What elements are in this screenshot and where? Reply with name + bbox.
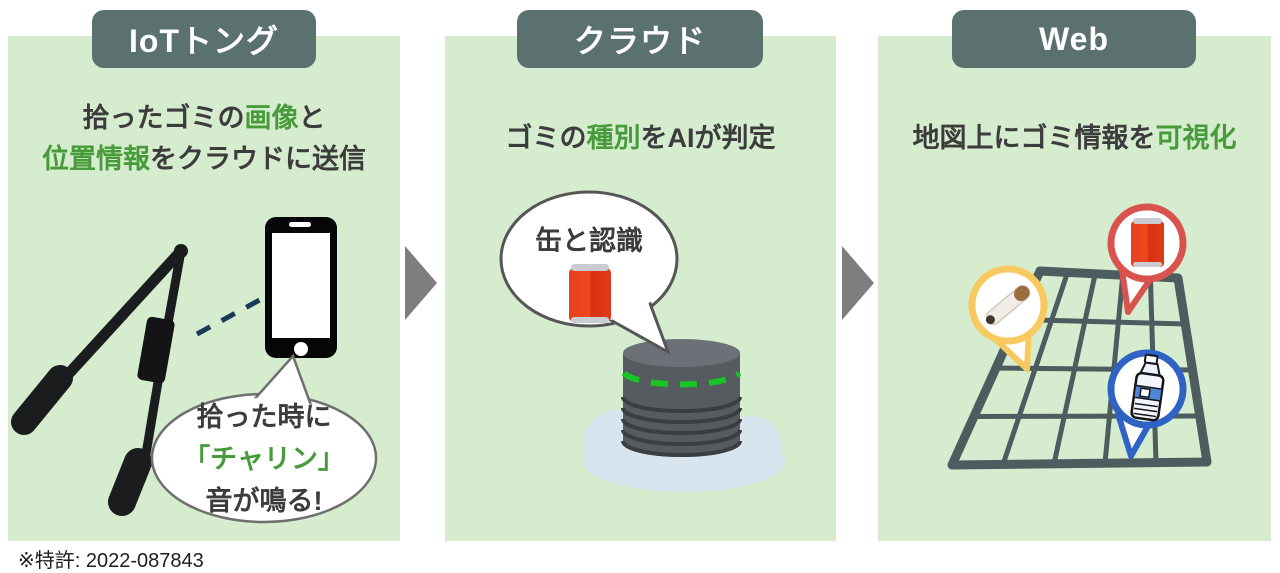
bubble-line: 「チャリン」 — [183, 444, 345, 474]
dashed-link-icon — [195, 293, 269, 337]
speech-bubble-text: 缶と認識 — [501, 219, 677, 258]
bubble-line: 拾った時に — [196, 402, 332, 432]
bottle-pin-icon — [1107, 349, 1187, 459]
can-icon — [569, 264, 611, 323]
heading-line: 拾ったゴミの画像と — [82, 103, 326, 133]
speech-bubble-text: 拾った時に 「チャリン」 音が鳴る! — [152, 396, 376, 522]
smartphone-icon — [265, 217, 337, 358]
heading-line: ゴミの種別をAIが判定 — [505, 123, 776, 153]
can-icon — [1131, 218, 1164, 267]
speech-bubble-icon — [150, 353, 378, 524]
heading-line: 地図上にゴミ情報を可視化 — [912, 123, 1237, 153]
cigarette-icon — [985, 285, 1031, 325]
panel-title-web: Web — [952, 10, 1196, 68]
speech-bubble-icon — [499, 190, 679, 356]
tongs-photo — [11, 244, 188, 516]
bottle-icon — [1130, 353, 1165, 422]
flow-arrow-icon — [405, 246, 437, 320]
bubble-line: 音が鳴る! — [205, 486, 323, 516]
ai-scan-dashes-icon — [621, 370, 742, 388]
patent-footnote: ※特許: 2022-087843 — [18, 550, 204, 572]
panel-heading: 地図上にゴミ情報を可視化 — [878, 118, 1271, 159]
panel-heading: 拾ったゴミの画像と 位置情報をクラウドに送信 — [8, 98, 400, 180]
cigarette-pin-icon — [968, 265, 1048, 372]
panel-title-cloud: クラウド — [517, 10, 763, 68]
database-icon — [621, 339, 742, 458]
can-pin-icon — [1107, 203, 1187, 315]
flow-arrow-icon — [842, 246, 874, 320]
heading-line: 位置情報をクラウドに送信 — [42, 144, 366, 174]
panel-heading: ゴミの種別をAIが判定 — [445, 118, 836, 159]
panel-title-iot-tong: IoTトング — [92, 10, 316, 68]
bubble-line: 缶と認識 — [535, 226, 643, 256]
